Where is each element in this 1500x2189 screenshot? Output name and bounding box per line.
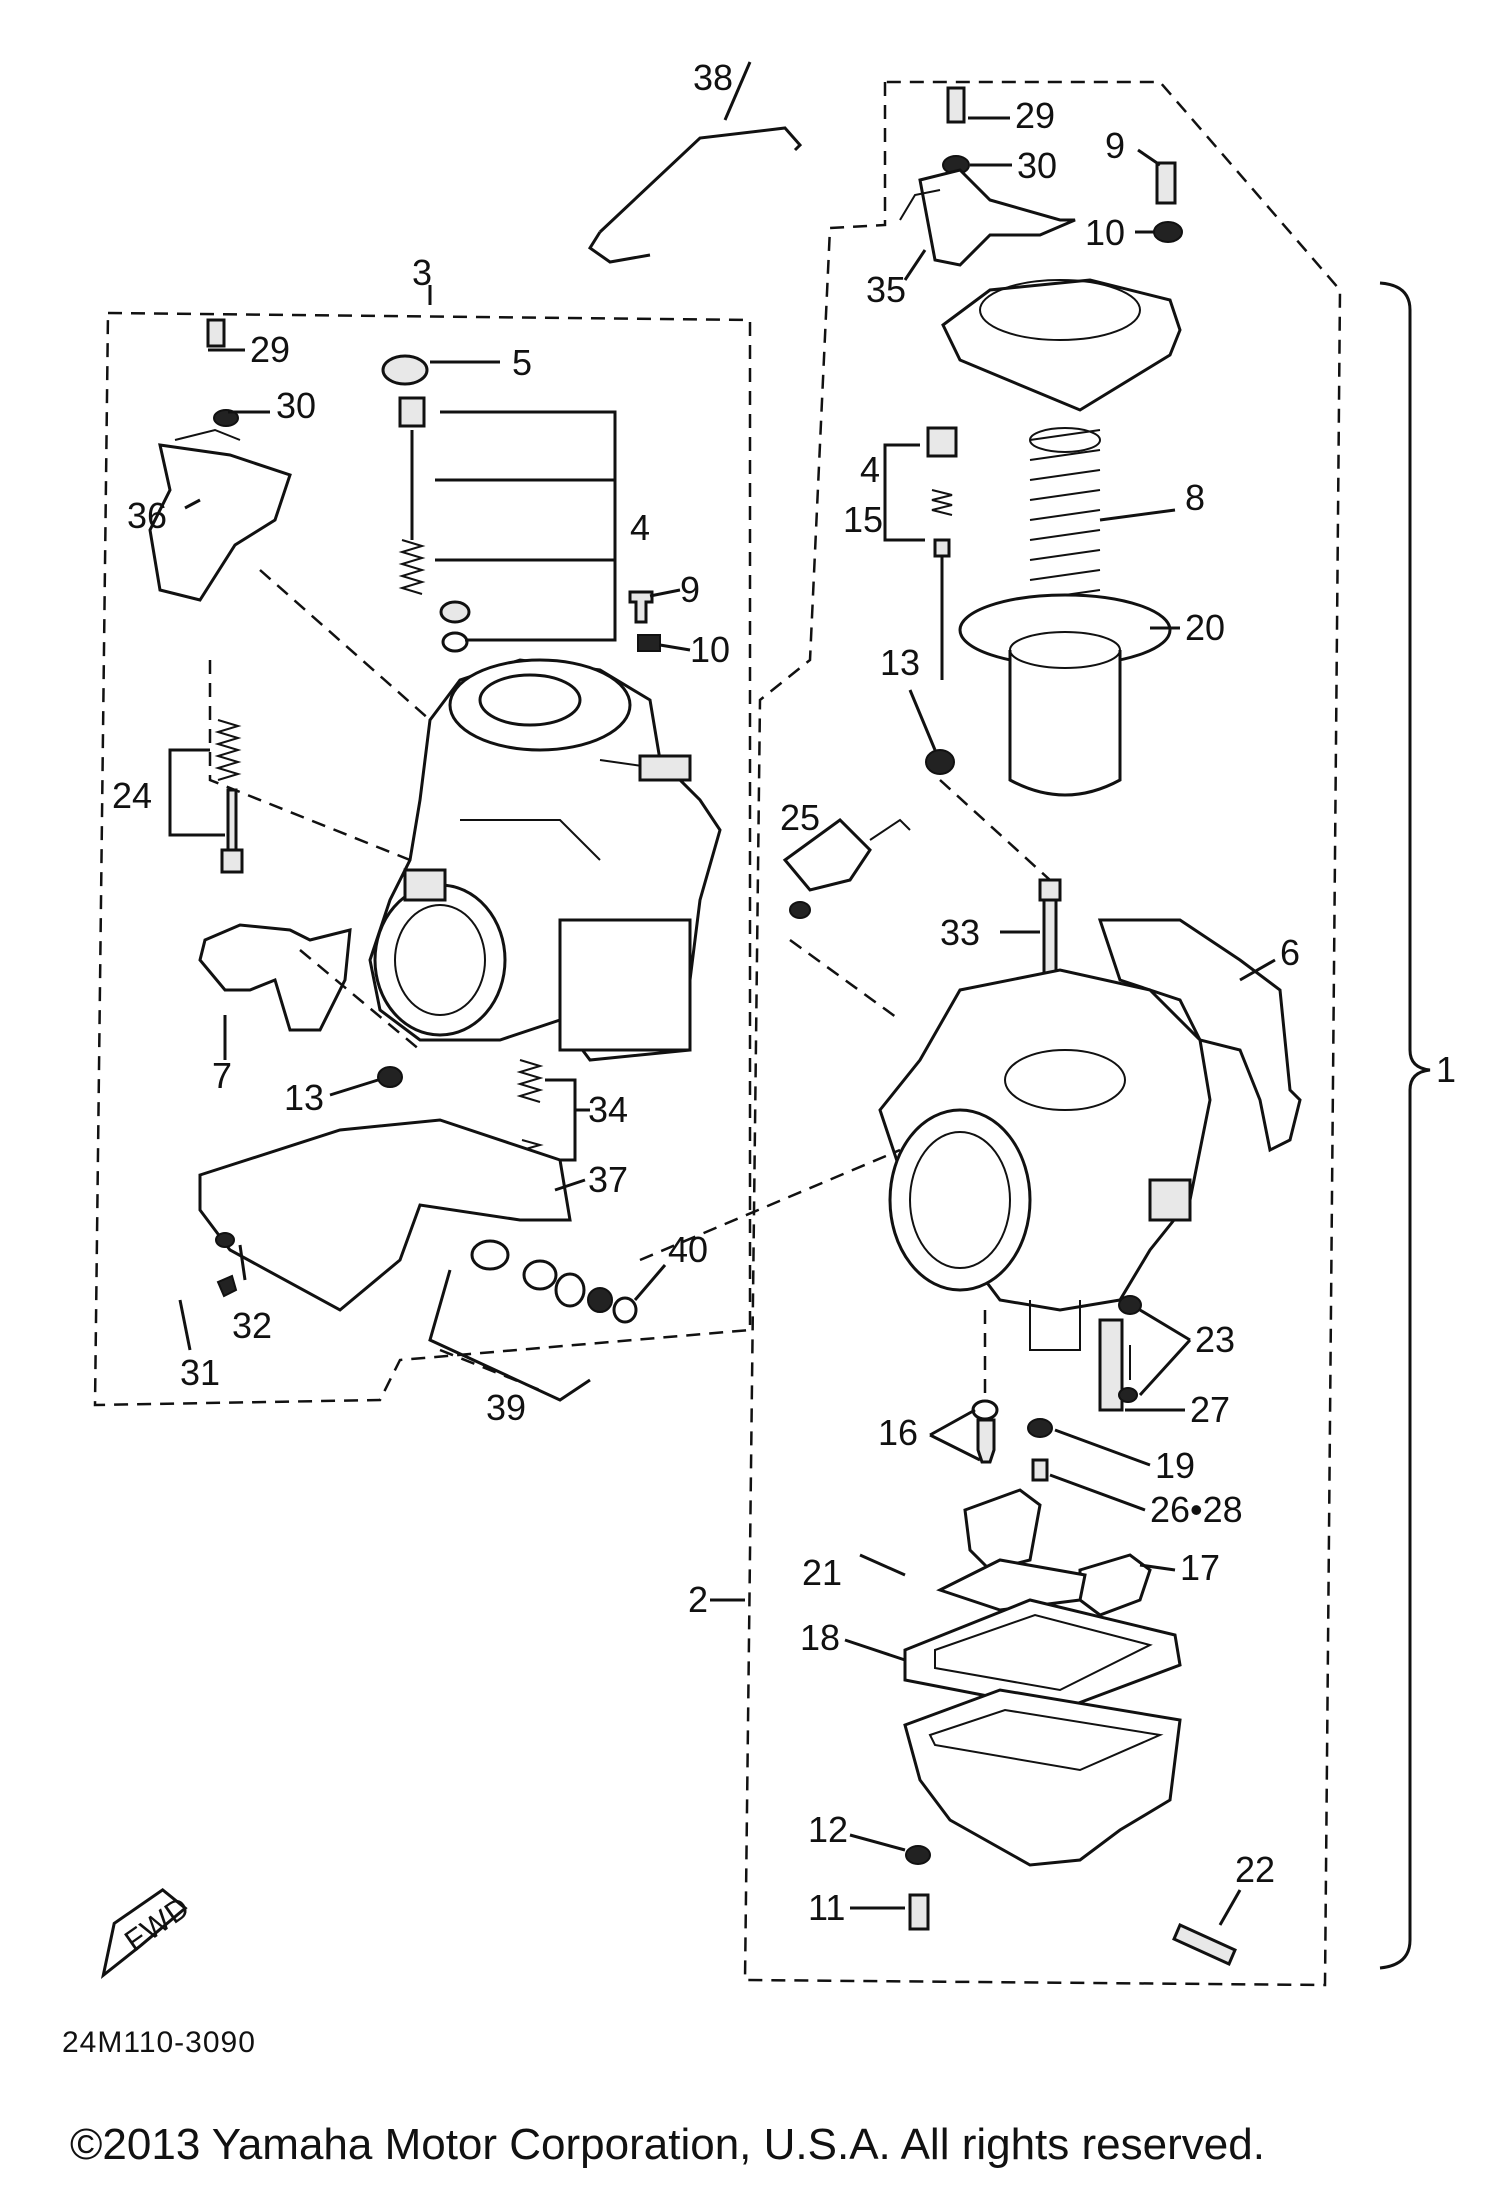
callout-1: 1 — [1436, 1049, 1456, 1090]
callout-26-28: 26•28 — [1150, 1489, 1243, 1530]
copyright-footer: ©2013 Yamaha Motor Corporation, U.S.A. A… — [70, 2120, 1265, 2169]
callout-17: 17 — [1180, 1547, 1220, 1588]
callout-labels: 38 3 29 30 36 5 4 9 10 24 7 13 34 37 40 … — [112, 57, 1456, 1928]
callout-19: 19 — [1155, 1445, 1195, 1486]
part-4-15-right — [883, 426, 958, 680]
callout-16: 16 — [878, 1412, 918, 1453]
callout-10-left: 10 — [690, 629, 730, 670]
callout-36: 36 — [127, 495, 167, 536]
callout-20: 20 — [1185, 607, 1225, 648]
callout-18: 18 — [800, 1617, 840, 1658]
part-9-10-left — [628, 590, 661, 652]
callout-30-right: 30 — [1017, 145, 1057, 186]
part-18-gasket — [903, 1598, 1182, 1712]
callout-10-right: 10 — [1085, 212, 1125, 253]
callout-4-left: 4 — [630, 507, 650, 548]
callout-9-right: 9 — [1105, 125, 1125, 166]
left-carburetor-body — [368, 658, 722, 1062]
callout-40: 40 — [668, 1229, 708, 1270]
part-29-30-36-left — [148, 318, 292, 602]
part-4-jet-set — [398, 396, 617, 653]
callout-38: 38 — [693, 57, 733, 98]
part-5-cap — [381, 354, 500, 386]
right-carburetor-body — [878, 968, 1212, 1351]
callout-4-right: 4 — [860, 449, 880, 490]
callout-34: 34 — [588, 1089, 628, 1130]
callout-27: 27 — [1190, 1389, 1230, 1430]
part-33-screw — [1038, 878, 1062, 982]
callout-15: 15 — [843, 499, 883, 540]
callout-6: 6 — [1280, 932, 1300, 973]
part-11 — [908, 1893, 930, 1931]
callout-24: 24 — [112, 775, 152, 816]
callout-29-right: 29 — [1015, 95, 1055, 136]
callout-13-left: 13 — [284, 1077, 324, 1118]
assembly-1-bracket — [1379, 281, 1431, 1970]
part-38-wire-link — [587, 126, 803, 264]
callout-12: 12 — [808, 1809, 848, 1850]
part-16-needle-valve — [971, 1399, 999, 1464]
part-25-choke — [782, 818, 911, 919]
callout-35: 35 — [866, 269, 906, 310]
part-29-30-35-right — [899, 86, 1076, 267]
part-19-washer — [1027, 1418, 1053, 1482]
assembly-2-boundary — [743, 80, 1342, 1987]
callout-8: 8 — [1185, 477, 1205, 518]
float-bowl — [903, 1688, 1182, 1867]
leader-lines — [178, 61, 1276, 1926]
part-13-right — [925, 749, 955, 775]
part-23-27 — [1098, 1295, 1142, 1412]
diaphragm-cover — [941, 278, 1182, 412]
part-7-throttle-lever — [198, 923, 352, 1032]
part-13-left — [377, 1066, 403, 1088]
callout-9-left: 9 — [680, 569, 700, 610]
callout-25: 25 — [780, 797, 820, 838]
part-20-piston — [958, 593, 1172, 797]
callout-5: 5 — [512, 342, 532, 383]
callout-30-left: 30 — [276, 385, 316, 426]
part-22 — [1172, 1923, 1237, 1966]
part-31-32-bracket — [198, 1118, 572, 1312]
callout-33: 33 — [940, 912, 980, 953]
part-17-float — [859, 1488, 1152, 1617]
callout-22: 22 — [1235, 1849, 1275, 1890]
callout-23: 23 — [1195, 1319, 1235, 1360]
callout-7: 7 — [212, 1055, 232, 1096]
callout-39: 39 — [486, 1387, 526, 1428]
alignment-lines — [208, 569, 1051, 1400]
callout-29-left: 29 — [250, 329, 290, 370]
callout-32: 32 — [232, 1305, 272, 1346]
assembly-3-boundary — [93, 311, 752, 1407]
part-6-bracket — [1097, 918, 1302, 1153]
callout-31: 31 — [180, 1352, 220, 1393]
diagram-code: 24M110-3090 — [62, 2026, 256, 2059]
callout-3: 3 — [412, 252, 432, 293]
fwd-arrow-icon: FWD — [100, 1887, 196, 1980]
callout-11: 11 — [808, 1887, 845, 1928]
callout-2: 2 — [688, 1579, 708, 1620]
part-24-pilot-screw — [168, 719, 244, 874]
callout-13-right: 13 — [880, 642, 920, 683]
part-39-40-washers — [428, 1239, 638, 1402]
part-9-10-right — [1153, 161, 1183, 243]
callout-37: 37 — [588, 1159, 628, 1200]
part-12 — [905, 1845, 931, 1865]
callout-21: 21 — [802, 1552, 842, 1593]
